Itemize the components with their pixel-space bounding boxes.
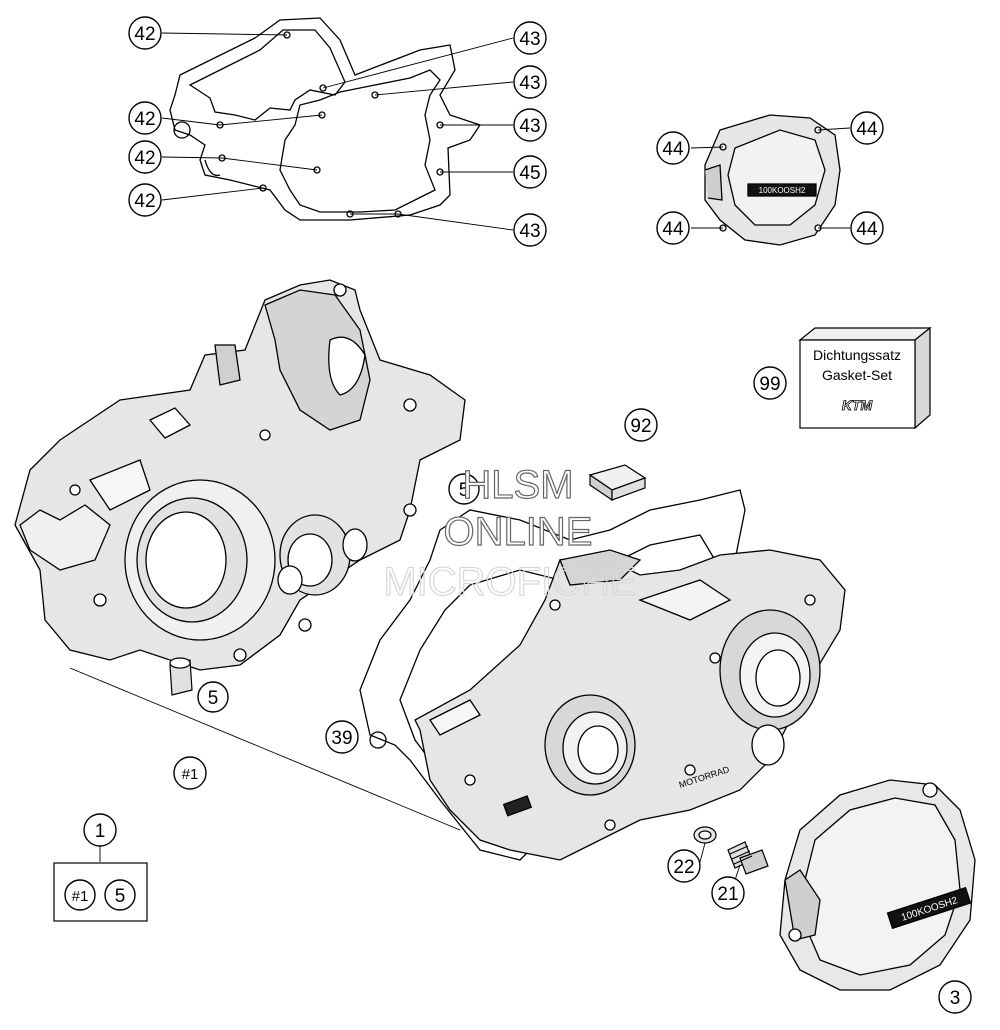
svg-text:44: 44 bbox=[856, 119, 878, 140]
callout-22[interactable]: 22 bbox=[667, 849, 701, 883]
callout-99[interactable]: 99 bbox=[753, 366, 787, 400]
kit-callout-assembly[interactable]: #1 bbox=[64, 879, 96, 911]
svg-text:43: 43 bbox=[519, 73, 540, 94]
crankcase-half-left bbox=[14, 279, 466, 671]
svg-text:#1: #1 bbox=[72, 888, 89, 905]
callout-43-a[interactable]: 43 bbox=[513, 21, 547, 55]
watermark: HLSM ONLINE MICROFICHE bbox=[383, 462, 638, 604]
seal-ring-22-part bbox=[693, 826, 717, 844]
callout-1[interactable]: 1 bbox=[83, 813, 117, 847]
ktm-logo: KTM bbox=[842, 397, 873, 413]
crankcase-half-right: MOTORRAD bbox=[414, 549, 846, 861]
callout-39[interactable]: 39 bbox=[325, 720, 359, 754]
svg-text:#1: #1 bbox=[182, 766, 199, 783]
svg-text:5: 5 bbox=[115, 886, 126, 907]
callout-3[interactable]: 3 bbox=[938, 980, 972, 1014]
callout-43-b[interactable]: 43 bbox=[513, 65, 547, 99]
svg-text:92: 92 bbox=[630, 416, 651, 437]
svg-text:21: 21 bbox=[717, 884, 738, 905]
svg-text:43: 43 bbox=[519, 116, 540, 137]
svg-text:5: 5 bbox=[208, 688, 219, 709]
crankcase-gasket-top bbox=[169, 17, 482, 221]
callout-43-c[interactable]: 43 bbox=[513, 108, 547, 142]
callout-92[interactable]: 92 bbox=[624, 408, 658, 442]
svg-text:44: 44 bbox=[662, 139, 684, 160]
svg-text:42: 42 bbox=[134, 109, 155, 130]
callout-5-upper[interactable]: 5 bbox=[448, 473, 480, 505]
svg-text:3: 3 bbox=[950, 988, 961, 1009]
kit-contents-box: #1 5 bbox=[53, 862, 148, 922]
callout-44-a[interactable]: 44 bbox=[656, 131, 690, 165]
gasket-box-line2: Gasket-Set bbox=[822, 367, 892, 383]
watermark-line3: MICROFICHE bbox=[383, 560, 636, 604]
callout-42-d[interactable]: 42 bbox=[128, 183, 162, 217]
svg-text:44: 44 bbox=[856, 219, 878, 240]
kit-callout-5[interactable]: 5 bbox=[104, 879, 136, 911]
cover-logo-small: 100KOOSH2 bbox=[759, 186, 806, 195]
svg-text:42: 42 bbox=[134, 191, 155, 212]
callout-43-d[interactable]: 43 bbox=[513, 213, 547, 247]
svg-text:99: 99 bbox=[759, 374, 780, 395]
watermark-line2: ONLINE bbox=[444, 510, 593, 554]
plug-92-part bbox=[588, 464, 647, 502]
callout-5-lower[interactable]: 5 bbox=[197, 681, 229, 713]
svg-text:45: 45 bbox=[519, 163, 540, 184]
ignition-cover-small: 100KOOSH2 bbox=[704, 114, 841, 246]
callout-44-b[interactable]: 44 bbox=[850, 111, 884, 145]
callout-45[interactable]: 45 bbox=[513, 155, 547, 189]
svg-text:22: 22 bbox=[673, 857, 694, 878]
leader-lines bbox=[69, 32, 851, 881]
watermark-line1: HLSM bbox=[462, 463, 573, 507]
svg-text:42: 42 bbox=[134, 148, 155, 169]
callout-44-c[interactable]: 44 bbox=[656, 211, 690, 245]
gasket-box-line1: Dichtungssatz bbox=[813, 347, 901, 363]
drain-plug-21-part bbox=[727, 841, 769, 875]
svg-text:42: 42 bbox=[134, 24, 155, 45]
svg-text:5: 5 bbox=[459, 480, 470, 501]
callout-assembly[interactable]: #1 bbox=[173, 756, 207, 790]
svg-text:44: 44 bbox=[662, 219, 684, 240]
callout-42-c[interactable]: 42 bbox=[128, 140, 162, 174]
svg-text:39: 39 bbox=[331, 728, 352, 749]
svg-text:43: 43 bbox=[519, 29, 540, 50]
svg-text:43: 43 bbox=[519, 221, 540, 242]
callout-42-a[interactable]: 42 bbox=[128, 16, 162, 50]
callout-21[interactable]: 21 bbox=[711, 876, 745, 910]
callout-44-d[interactable]: 44 bbox=[850, 211, 884, 245]
ignition-cover-3-part: 100KOOSH2 bbox=[779, 779, 976, 991]
svg-text:1: 1 bbox=[95, 821, 106, 842]
dowel-sleeve bbox=[169, 657, 193, 696]
callout-42-b[interactable]: 42 bbox=[128, 101, 162, 135]
gasket-set-box: Dichtungssatz Gasket-Set KTM bbox=[798, 326, 932, 430]
callouts: 42 42 42 42 43 43 43 45 43 44 44 44 44 9… bbox=[83, 16, 972, 1014]
